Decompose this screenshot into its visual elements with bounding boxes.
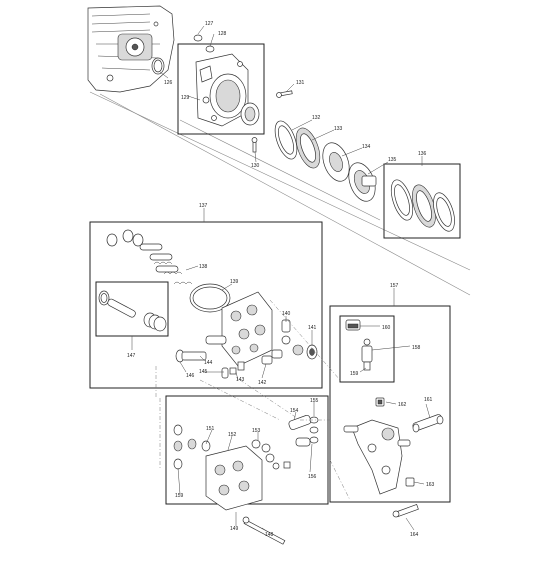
guide-line-3 bbox=[179, 119, 381, 221]
label-159-valve: 159 bbox=[175, 493, 184, 499]
unloader-box bbox=[329, 305, 451, 503]
bearing-129 bbox=[240, 102, 260, 126]
label-159-unloader: 159 bbox=[350, 371, 359, 377]
plug-145 bbox=[221, 367, 229, 379]
label-141: 141 bbox=[308, 325, 317, 331]
engine-housing bbox=[87, 5, 175, 93]
label-130: 130 bbox=[251, 163, 260, 169]
label-140: 140 bbox=[282, 311, 291, 317]
label-152: 152 bbox=[228, 432, 237, 438]
bearing-set-136 bbox=[390, 179, 455, 232]
cap-162 bbox=[375, 397, 385, 407]
crankcase bbox=[195, 53, 249, 127]
bolt-131 bbox=[276, 90, 293, 98]
oring-155 bbox=[309, 416, 319, 444]
valve-140 bbox=[281, 319, 304, 356]
crankcase-box bbox=[177, 43, 265, 135]
label-155: 155 bbox=[310, 398, 319, 404]
label-158: 158 bbox=[412, 345, 421, 351]
label-131: 131 bbox=[296, 80, 305, 86]
label-163: 163 bbox=[426, 482, 435, 488]
label-133: 133 bbox=[334, 126, 343, 132]
bolt-128 bbox=[205, 45, 215, 53]
label-157: 157 bbox=[390, 283, 399, 289]
bolt-148 bbox=[242, 516, 286, 545]
label-147: 147 bbox=[127, 353, 136, 359]
pump-head-box bbox=[89, 221, 323, 389]
dash-line-6 bbox=[329, 459, 351, 501]
unloader-body bbox=[343, 419, 411, 495]
valve-seals-151 bbox=[173, 424, 211, 470]
guide-line-2 bbox=[99, 93, 471, 296]
cap-141 bbox=[306, 344, 318, 360]
label-127: 127 bbox=[205, 21, 214, 27]
label-128: 128 bbox=[218, 31, 227, 37]
oring-139 bbox=[189, 283, 231, 313]
oring-126 bbox=[151, 57, 165, 75]
washer-127 bbox=[193, 34, 203, 42]
label-144: 144 bbox=[204, 360, 213, 366]
label-129: 129 bbox=[181, 95, 190, 101]
valve-143 bbox=[229, 361, 245, 375]
label-138: 138 bbox=[199, 264, 208, 270]
label-145: 145 bbox=[199, 369, 208, 375]
label-136: 136 bbox=[418, 151, 427, 157]
bolt-130 bbox=[251, 137, 258, 153]
label-142: 142 bbox=[258, 380, 267, 386]
cap-163 bbox=[405, 477, 415, 487]
connector-161 bbox=[412, 414, 444, 433]
dash-line-5 bbox=[239, 379, 330, 421]
label-149: 149 bbox=[230, 526, 239, 532]
label-146: 146 bbox=[186, 373, 195, 379]
label-143: 143 bbox=[236, 377, 245, 383]
bolt-164 bbox=[392, 504, 419, 518]
valves-153 bbox=[251, 439, 291, 470]
label-161: 161 bbox=[424, 397, 433, 403]
label-164: 164 bbox=[410, 532, 419, 538]
label-151: 151 bbox=[206, 426, 215, 432]
swash-plate-135 bbox=[348, 162, 377, 202]
label-137: 137 bbox=[199, 203, 208, 209]
label-160: 160 bbox=[382, 325, 391, 331]
label-139: 139 bbox=[230, 279, 239, 285]
label-135: 135 bbox=[388, 157, 397, 163]
label-154: 154 bbox=[290, 408, 299, 414]
label-162: 162 bbox=[398, 402, 407, 408]
label-132: 132 bbox=[312, 115, 321, 121]
washer-132 bbox=[274, 120, 298, 160]
seal-kit-138 bbox=[106, 229, 193, 285]
unloader-inner-box bbox=[339, 315, 395, 383]
cap-160 bbox=[345, 319, 361, 331]
label-148: 148 bbox=[265, 532, 274, 538]
plunger-kit-147 bbox=[98, 290, 167, 332]
valve-block-152 bbox=[205, 445, 263, 511]
label-153: 153 bbox=[252, 428, 261, 434]
label-126: 126 bbox=[164, 80, 173, 86]
pump-manifold bbox=[205, 291, 273, 367]
label-134: 134 bbox=[362, 144, 371, 150]
swash-plate-134 bbox=[322, 142, 350, 182]
dash-line-3 bbox=[199, 379, 281, 421]
seal-142 bbox=[261, 349, 283, 365]
needle-bearing-133 bbox=[295, 127, 321, 169]
valve-158 bbox=[361, 338, 373, 371]
label-156: 156 bbox=[308, 474, 317, 480]
guide-line-1 bbox=[89, 91, 471, 271]
tube-144 bbox=[175, 349, 207, 363]
tube-154 bbox=[288, 414, 312, 447]
